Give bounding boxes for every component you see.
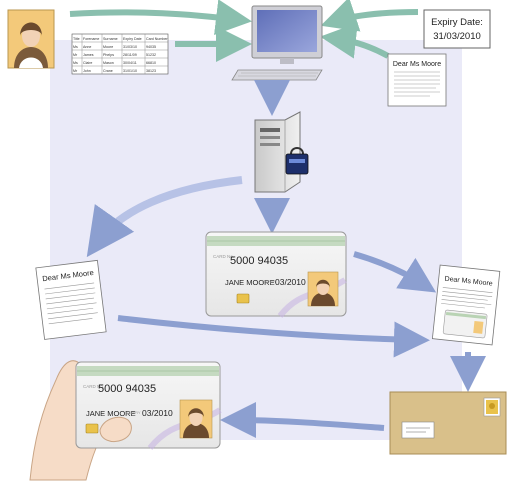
svg-text:EXPIRY: EXPIRY bbox=[262, 279, 277, 284]
letter-draft: Dear Ms Moore bbox=[387, 53, 447, 107]
spreadsheet-cell: Crane bbox=[103, 69, 113, 73]
keyboard-icon bbox=[231, 69, 323, 81]
spreadsheet-cell: John bbox=[83, 69, 91, 73]
spreadsheet-cell: Mr bbox=[73, 69, 78, 73]
arrow-photo-to-computer bbox=[69, 0, 252, 36]
spreadsheet-cell: 30/04/11 bbox=[123, 61, 137, 65]
spreadsheet-header-cell: Card Number bbox=[146, 37, 168, 41]
card-name: JANE MOORE bbox=[225, 278, 275, 287]
arrow-envelope-to-cardholder bbox=[220, 402, 385, 439]
svg-text:CARD No.: CARD No. bbox=[213, 254, 234, 259]
svg-text:EXPIRY: EXPIRY bbox=[126, 410, 141, 415]
spreadsheet-header-cell: Forename bbox=[83, 37, 99, 41]
computer-monitor-icon bbox=[251, 5, 323, 64]
expiry-label: Expiry Date: bbox=[431, 17, 483, 28]
held-card-number: 5000 94035 bbox=[98, 383, 156, 395]
arrow-server-to-letter bbox=[86, 176, 243, 258]
server-tower-icon bbox=[254, 111, 301, 193]
arrow-expiry-to-computer bbox=[320, 0, 419, 32]
card-chip bbox=[236, 293, 250, 304]
spreadsheet-header-cell: Title bbox=[73, 37, 80, 41]
arrow-letter-to-combined-letter bbox=[117, 315, 430, 358]
spreadsheet-cell: 94035 bbox=[146, 45, 156, 49]
id-card-held: CARD No. 5000 94035 JANE MOORE EXPIRY 03… bbox=[75, 361, 222, 450]
spreadsheet-header-cell: Expiry Date bbox=[123, 37, 142, 41]
spreadsheet-cell: 28/11/09 bbox=[123, 53, 137, 57]
letter-salutation: Dear Ms Moore bbox=[393, 61, 441, 68]
spreadsheet-cell: Moore bbox=[103, 45, 113, 49]
spreadsheet-cell: 31/01/10 bbox=[123, 69, 137, 73]
id-card-center: CARD No. 5000 94035 JANE MOORE EXPIRY 03… bbox=[205, 231, 347, 318]
held-card-name: JANE MOORE bbox=[86, 409, 136, 418]
spreadsheet-cell: 66810 bbox=[146, 61, 156, 65]
envelope bbox=[389, 391, 507, 455]
card-expiry: 03/2010 bbox=[275, 277, 306, 287]
spreadsheet-cell: 38123 bbox=[146, 69, 156, 73]
spreadsheet-cell: James bbox=[83, 53, 94, 57]
spreadsheet-cell: Claire bbox=[83, 61, 92, 65]
spreadsheet-cell: Mr bbox=[73, 53, 78, 57]
spreadsheet-cell: 31/03/10 bbox=[123, 45, 137, 49]
arrow-card-to-combined-letter bbox=[353, 251, 437, 293]
expiry-date-note: Expiry Date: 31/03/2010 bbox=[423, 9, 491, 49]
svg-text:CARD No.: CARD No. bbox=[83, 384, 104, 389]
spreadsheet-cell: 51232 bbox=[146, 53, 156, 57]
spreadsheet-cell: Mason bbox=[103, 61, 114, 65]
padlock-icon bbox=[285, 147, 309, 175]
spreadsheet-header-cell: Surname bbox=[103, 37, 118, 41]
arrow-letter-to-computer bbox=[320, 22, 390, 59]
stamp-icon bbox=[483, 397, 501, 417]
letter-with-card: Dear Ms Moore bbox=[431, 264, 501, 346]
card-number: 5000 94035 bbox=[230, 255, 288, 267]
held-card-expiry: 03/2010 bbox=[142, 408, 173, 418]
expiry-date-value: 31/03/2010 bbox=[433, 31, 481, 42]
spreadsheet-cell: Anne bbox=[83, 45, 91, 49]
spreadsheet-cell: Ms bbox=[73, 61, 78, 65]
spreadsheet-cell: Ms bbox=[73, 45, 78, 49]
spreadsheet-cell: Phelps bbox=[103, 53, 114, 57]
letter-printed: Dear Ms Moore bbox=[35, 259, 107, 340]
person-photo-icon bbox=[7, 9, 55, 69]
thumb bbox=[99, 416, 132, 443]
